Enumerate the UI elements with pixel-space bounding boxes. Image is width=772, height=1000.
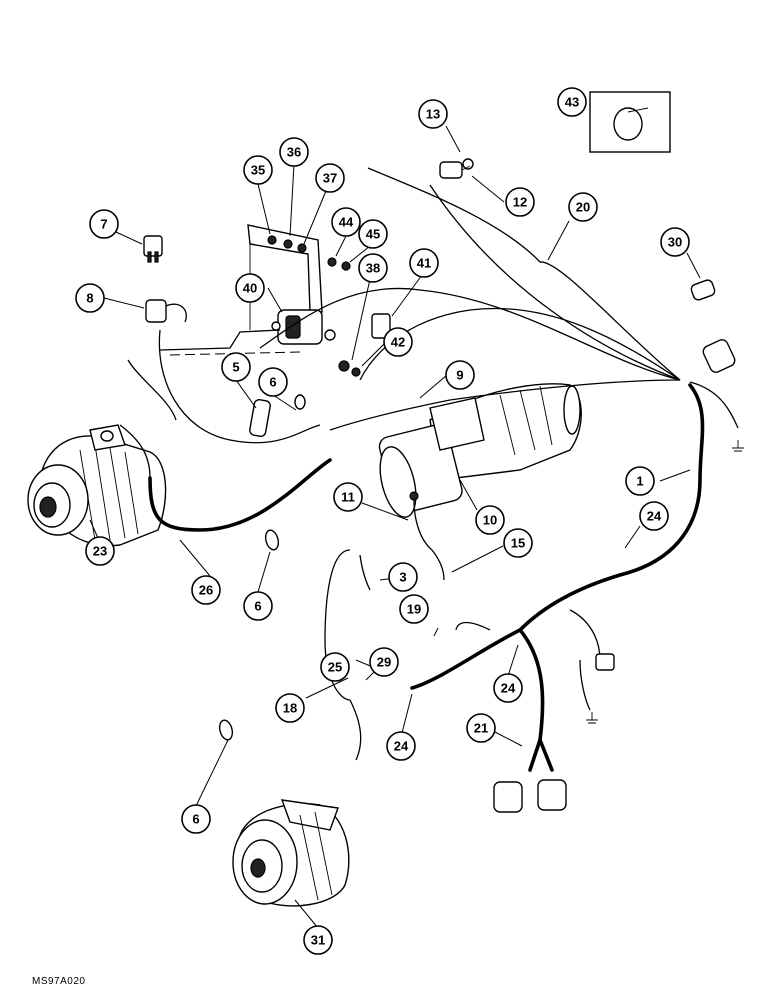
callout-6-upper: 6 bbox=[258, 367, 288, 397]
svg-text:21: 21 bbox=[474, 721, 488, 736]
callout-25: 25 bbox=[320, 652, 350, 682]
callout-38: 38 bbox=[358, 253, 388, 283]
svg-text:35: 35 bbox=[251, 163, 265, 178]
svg-text:20: 20 bbox=[576, 200, 590, 215]
svg-text:7: 7 bbox=[100, 217, 107, 232]
callout-44: 44 bbox=[331, 207, 361, 237]
svg-text:18: 18 bbox=[283, 701, 297, 716]
svg-text:44: 44 bbox=[339, 215, 354, 230]
callout-5: 5 bbox=[221, 352, 251, 382]
svg-text:38: 38 bbox=[366, 261, 380, 276]
harness-connectors bbox=[493, 339, 736, 813]
svg-text:26: 26 bbox=[199, 583, 213, 598]
svg-text:12: 12 bbox=[513, 195, 527, 210]
callout-18: 18 bbox=[275, 693, 305, 723]
callout-24-right: 24 bbox=[639, 501, 669, 531]
svg-text:42: 42 bbox=[391, 335, 405, 350]
ac-compressor bbox=[232, 799, 350, 907]
svg-text:6: 6 bbox=[192, 812, 199, 827]
alternator bbox=[27, 424, 167, 547]
callout-12: 12 bbox=[505, 187, 535, 217]
callout-6-lower: 6 bbox=[181, 804, 211, 834]
relay-connector bbox=[371, 313, 391, 339]
svg-text:43: 43 bbox=[565, 95, 579, 110]
connector-cap bbox=[690, 279, 716, 301]
svg-text:41: 41 bbox=[417, 256, 431, 271]
callout-21: 21 bbox=[466, 713, 496, 743]
svg-text:40: 40 bbox=[243, 281, 257, 296]
callout-45: 45 bbox=[358, 219, 388, 249]
svg-text:6: 6 bbox=[269, 375, 276, 390]
svg-text:3: 3 bbox=[399, 570, 406, 585]
ground-symbols bbox=[586, 440, 744, 724]
callout-11: 11 bbox=[333, 482, 363, 512]
ring-terminals bbox=[218, 394, 306, 741]
fuse-and-holder bbox=[143, 235, 187, 323]
callout-43: 43 bbox=[557, 87, 587, 117]
callout-30: 30 bbox=[660, 227, 690, 257]
svg-text:37: 37 bbox=[323, 171, 337, 186]
callout-6-middle: 6 bbox=[243, 591, 273, 621]
figure-code: MS97A020 bbox=[32, 976, 86, 987]
callout-13: 13 bbox=[418, 99, 448, 129]
callout-36: 36 bbox=[279, 137, 309, 167]
clamp-inset bbox=[589, 91, 671, 153]
starter-motor bbox=[378, 383, 582, 518]
wiring bbox=[119, 167, 739, 772]
svg-text:19: 19 bbox=[407, 602, 421, 617]
callout-42: 42 bbox=[383, 327, 413, 357]
callout-19: 19 bbox=[399, 594, 429, 624]
svg-text:5: 5 bbox=[232, 360, 239, 375]
callout-26: 26 bbox=[191, 575, 221, 605]
svg-text:6: 6 bbox=[756, 3, 763, 18]
svg-text:10: 10 bbox=[483, 513, 497, 528]
svg-text:24: 24 bbox=[647, 509, 662, 524]
svg-text:23: 23 bbox=[93, 544, 107, 559]
callout-10: 10 bbox=[475, 505, 505, 535]
callout-40: 40 bbox=[235, 273, 265, 303]
svg-text:25: 25 bbox=[328, 660, 342, 675]
fasteners bbox=[267, 235, 361, 377]
pressure-switch bbox=[439, 158, 474, 179]
svg-text:13: 13 bbox=[426, 107, 440, 122]
callout-1: 1 bbox=[625, 466, 655, 496]
callout-20: 20 bbox=[568, 192, 598, 222]
callout-9: 9 bbox=[445, 360, 475, 390]
svg-text:31: 31 bbox=[311, 933, 325, 948]
svg-text:1: 1 bbox=[636, 474, 643, 489]
svg-text:36: 36 bbox=[287, 145, 301, 160]
svg-text:8: 8 bbox=[86, 291, 93, 306]
svg-text:24: 24 bbox=[501, 681, 516, 696]
callout-37: 37 bbox=[315, 163, 345, 193]
callout-7: 7 bbox=[89, 209, 119, 239]
svg-text:6: 6 bbox=[254, 599, 261, 614]
callout-31: 31 bbox=[303, 925, 333, 955]
svg-text:24: 24 bbox=[394, 739, 409, 754]
callout-8: 8 bbox=[75, 283, 105, 313]
callout-29: 29 bbox=[369, 647, 399, 677]
callout-41: 41 bbox=[409, 248, 439, 278]
callout-35: 35 bbox=[243, 155, 273, 185]
svg-text:15: 15 bbox=[511, 536, 525, 551]
callout-24-left: 24 bbox=[386, 731, 416, 761]
svg-text:29: 29 bbox=[377, 655, 391, 670]
callout-23: 23 bbox=[85, 536, 115, 566]
callout-3: 3 bbox=[388, 562, 418, 592]
svg-text:11: 11 bbox=[341, 490, 355, 505]
svg-text:9: 9 bbox=[456, 368, 463, 383]
svg-text:45: 45 bbox=[366, 227, 380, 242]
callout-15: 15 bbox=[503, 528, 533, 558]
callout-24-middle: 24 bbox=[493, 673, 523, 703]
svg-text:30: 30 bbox=[668, 235, 682, 250]
